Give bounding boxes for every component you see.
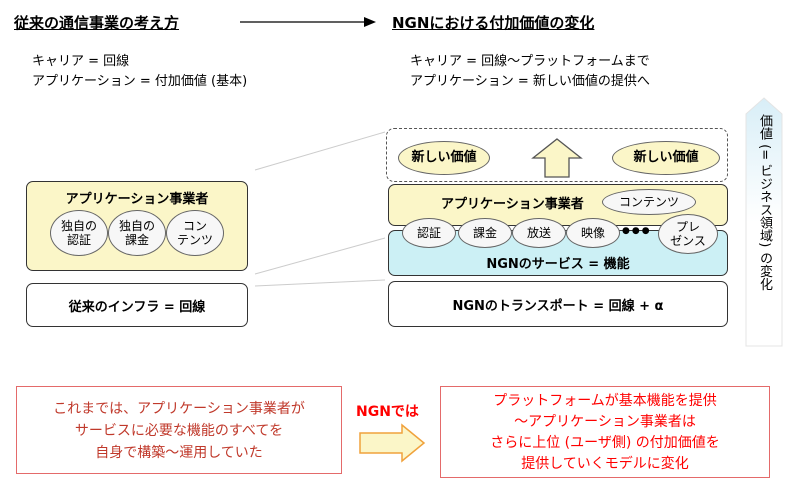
left-item-contents-label: コン テンツ	[176, 219, 213, 247]
right-contents: コンテンツ	[602, 189, 696, 215]
left-infra-label: 従来のインフラ = 回線	[68, 299, 206, 315]
right-contents-label: コンテンツ	[618, 195, 679, 209]
left-infra-box: 従来のインフラ = 回線	[26, 283, 248, 327]
service-billing: 課金	[458, 218, 512, 248]
side-value-arrow	[745, 97, 783, 347]
up-arrow-icon	[531, 138, 583, 178]
right-arrow-icon	[359, 423, 426, 463]
bottom-right-line-4: 提供していくモデルに変化	[521, 456, 689, 472]
bottom-left-note	[16, 386, 342, 474]
ngn-transition-label: NGNでは	[356, 404, 419, 420]
left-item-contents: コン テンツ	[166, 210, 224, 256]
service-more-dots: ●●●	[622, 226, 652, 236]
ngn-transport-label: NGNのトランスポート = 回線 + α	[452, 298, 664, 314]
left-item-billing-label: 独自の 課金	[118, 219, 155, 247]
bottom-right-line-1: プラットフォームが基本機能を提供	[493, 393, 717, 409]
left-item-billing: 独自の 課金	[108, 210, 166, 256]
service-video: 映像	[566, 218, 620, 248]
ngn-transport-box: NGNのトランスポート = 回線 + α	[388, 281, 728, 327]
bottom-right-line-3: さらに上位 (ユーザ側) の付加価値を	[490, 435, 720, 451]
service-broadcast: 放送	[512, 218, 566, 248]
new-value-left-label: 新しい価値	[411, 150, 477, 165]
bottom-left-line-3: 自身で構築～運用していた	[95, 445, 263, 461]
service-presence: プレ ゼンス	[658, 214, 718, 254]
service-billing-label: 課金	[472, 226, 497, 240]
service-presence-label: プレ ゼンス	[670, 220, 706, 248]
bottom-left-line-2: サービスに必要な機能のすべてを	[74, 423, 284, 439]
left-line-carrier: キャリア = 回線	[32, 54, 130, 69]
left-heading: 従来の通信事業の考え方	[14, 14, 180, 32]
left-item-auth-label: 独自の 認証	[60, 219, 97, 247]
side-value-label: 価値 (= ビジネス領域) の変化	[757, 114, 772, 291]
right-heading: NGNにおける付加価値の変化	[392, 14, 595, 32]
ngn-service-label: NGNのサービス = 機能	[486, 257, 630, 272]
service-auth-label: 認証	[416, 226, 441, 240]
right-line-application: アプリケーション = 新しい価値の提供へ	[410, 74, 650, 89]
left-app-provider-title: アプリケーション事業者	[65, 192, 209, 207]
service-auth: 認証	[402, 218, 456, 248]
service-broadcast-label: 放送	[526, 226, 551, 240]
right-line-carrier: キャリア = 回線～プラットフォームまで	[410, 54, 650, 69]
left-item-auth: 独自の 認証	[50, 210, 108, 256]
left-line-application: アプリケーション = 付加価値 (基本)	[32, 74, 248, 89]
bottom-right-line-2: ～アプリケーション事業者は	[514, 414, 696, 430]
header-arrow	[240, 17, 376, 27]
new-value-right: 新しい価値	[612, 141, 720, 175]
service-video-label: 映像	[580, 226, 605, 240]
new-value-right-label: 新しい価値	[633, 150, 699, 165]
new-value-left: 新しい価値	[398, 141, 490, 175]
bottom-left-line-1: これまでは、アプリケーション事業者が	[53, 401, 305, 417]
right-app-provider-title: アプリケーション事業者	[441, 197, 584, 212]
bottom-right-note	[440, 386, 770, 478]
